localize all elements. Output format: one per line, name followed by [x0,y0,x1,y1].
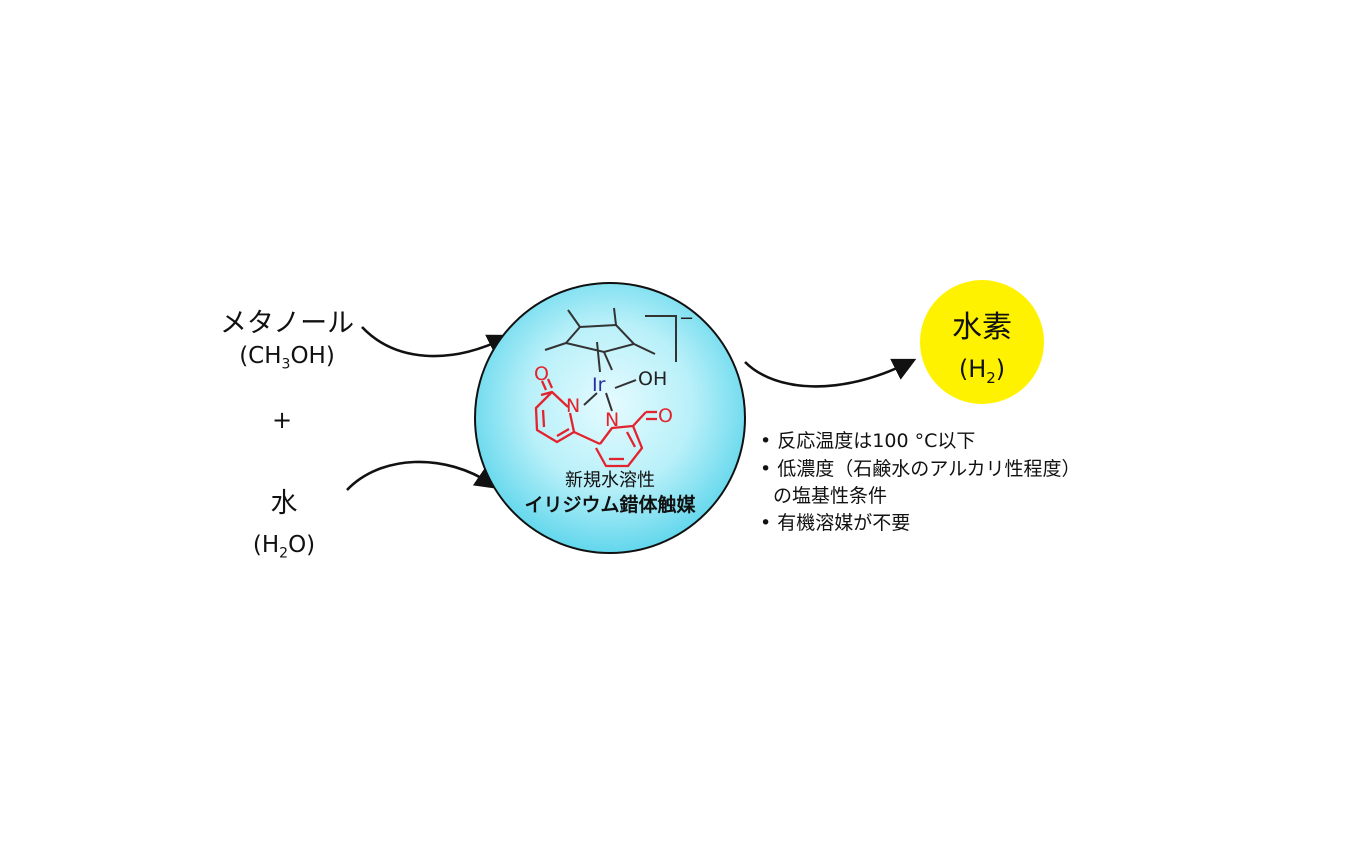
ir-n-right-bond [605,392,613,412]
arrow-catalyst-to-hydrogen [744,358,917,388]
bullet: • [760,512,772,534]
catalyst-label-line1: 新規水溶性 [565,470,655,491]
catalyst-label-line2: イリジウム錯体触媒 [524,494,696,516]
condition-text: 低濃度（石鹸水のアルカリ性程度） [777,458,1081,480]
atom-ir: Ir [592,374,606,396]
hydrogen-circle [920,280,1044,404]
bullet: • [760,430,772,452]
plus-sign: + [271,406,293,434]
water-formula: (H2O) [252,532,316,562]
charge-sign: − [679,308,694,329]
hydrogen-formula: (H2) [958,355,1006,387]
catalyst-sphere [474,282,746,554]
atom-oh: OH [638,368,667,390]
condition-item: の塩基性条件 [773,487,887,506]
water-label: 水 [270,488,298,519]
bipyridinone-ligand [534,378,657,468]
methanol-label: メタノール [219,308,355,339]
arrow-methanol-to-catalyst [361,326,512,358]
condition-text: の塩基性条件 [773,485,888,507]
condition-item: • 低濃度（石鹸水のアルカリ性程度） [760,460,1081,479]
methanol-formula: (CH3OH) [239,343,335,373]
bullet: • [760,458,772,480]
atom-n-left: N [566,395,580,417]
atom-n-right: N [605,409,619,431]
condition-text: 有機溶媒が不要 [777,512,911,534]
condition-item: • 反応温度は100 °C以下 [760,432,975,451]
atom-o-left: O [534,363,549,385]
ir-oh-bond [614,379,637,389]
cp-ir-bond [596,341,601,373]
atom-o-right: O [658,405,673,427]
arrow-water-to-catalyst [346,460,499,491]
hydrogen-label: 水素 [952,310,1012,345]
ir-n-left-bond [583,392,598,406]
condition-item: • 有機溶媒が不要 [760,514,910,533]
condition-text: 反応温度は100 °C以下 [777,430,976,452]
